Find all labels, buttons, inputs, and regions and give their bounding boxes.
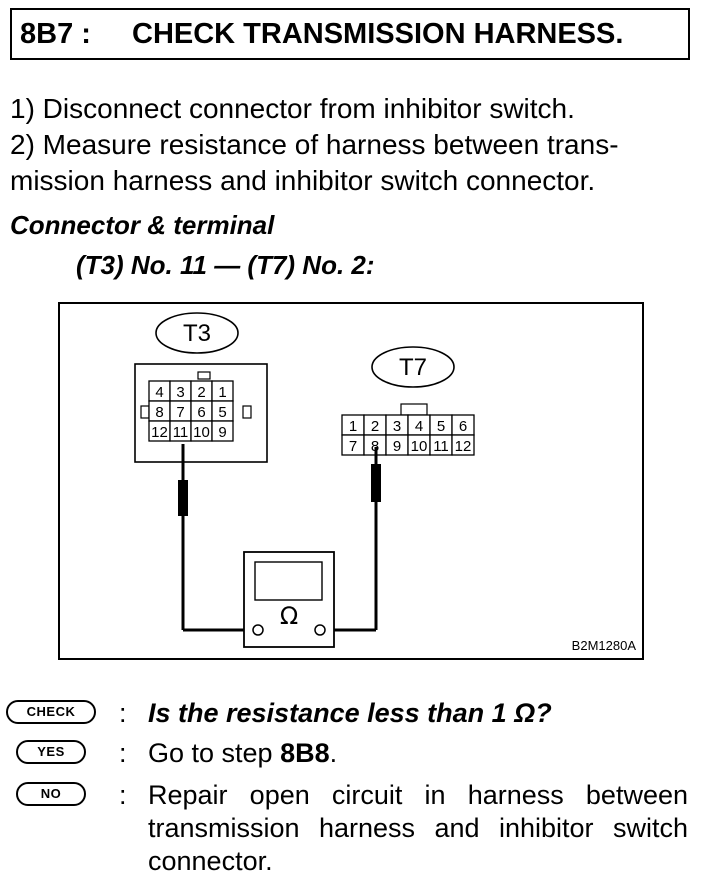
t3-pin-11: 11 xyxy=(173,424,189,441)
t7-pin-4: 4 xyxy=(415,418,423,435)
t7-pin-1: 1 xyxy=(349,418,357,435)
step-code: 8B7 : xyxy=(20,18,91,50)
t7-pin-7: 7 xyxy=(349,438,357,455)
t7-pin-cell-12 xyxy=(451,434,475,456)
t7-key xyxy=(400,403,428,416)
t3-probe-handle xyxy=(178,480,188,516)
t3-pin-10: 10 xyxy=(193,424,210,441)
figure-frame xyxy=(58,302,644,660)
instruction-2-continued: mission harness and inhibitor switch con… xyxy=(10,165,596,196)
connector-terminals: (T3) No. 11 — (T7) No. 2: xyxy=(76,250,375,280)
step-title: CHECK TRANSMISSION HARNESS. xyxy=(132,18,624,50)
yes-step-link: 8B8 xyxy=(280,738,330,768)
t3-label-oval xyxy=(155,312,239,354)
connector-heading: Connector & terminal xyxy=(10,210,275,240)
instruction-1: 1) Disconnect connector from inhibitor s… xyxy=(10,93,575,124)
yes-text-prefix: Go to step xyxy=(148,738,281,768)
ohmmeter-display xyxy=(254,561,323,601)
step-title-box: 8B7 : CHECK TRANSMISSION HARNESS. xyxy=(10,8,690,60)
t3-pin-2: 2 xyxy=(197,384,205,401)
figure-id: B2M1280A xyxy=(572,638,637,653)
yes-text: Go to step 8B8. xyxy=(148,737,688,770)
t3-pin-4: 4 xyxy=(155,384,163,401)
t7-pin-6: 6 xyxy=(459,418,467,435)
instruction-2: 2) Measure resistance of harness between… xyxy=(10,129,619,160)
t7-pin-9: 9 xyxy=(393,438,401,455)
t3-pin-9: 9 xyxy=(218,424,226,441)
t3-pin-cell-9 xyxy=(211,420,234,442)
t3-pin-8: 8 xyxy=(155,404,163,421)
t7-pin-3: 3 xyxy=(393,418,401,435)
t7-pin-2: 2 xyxy=(371,418,379,435)
t7-probe-handle xyxy=(371,464,381,502)
t3-pin-3: 3 xyxy=(176,384,184,401)
meter-terminal-left xyxy=(252,624,264,636)
t3-latch-left xyxy=(140,405,150,419)
no-badge: NO xyxy=(16,782,86,806)
no-text: Repair open circuit in harness between t… xyxy=(148,780,688,876)
t3-label: T3 xyxy=(183,320,211,347)
check-colon: : xyxy=(119,698,127,728)
yes-badge: YES xyxy=(16,740,86,764)
t3-pin-7: 7 xyxy=(176,404,184,421)
t3-pin-5: 5 xyxy=(218,404,226,421)
check-badge: CHECK xyxy=(6,700,96,724)
t3-pin-6: 6 xyxy=(197,404,205,421)
t7-pin-8: 8 xyxy=(371,438,379,455)
t7-pin-12: 12 xyxy=(455,438,472,455)
yes-colon: : xyxy=(119,738,127,768)
t7-label-oval xyxy=(371,346,455,388)
t3-pin-12: 12 xyxy=(151,424,168,441)
no-colon: : xyxy=(119,780,127,810)
t3-pin-1: 1 xyxy=(218,384,226,401)
meter-terminal-right xyxy=(314,624,326,636)
yes-text-suffix: . xyxy=(329,738,338,768)
check-question: Is the resistance less than 1 Ω? xyxy=(148,698,552,728)
t7-pin-11: 11 xyxy=(433,438,449,455)
ohm-symbol: Ω xyxy=(280,602,298,630)
t7-label: T7 xyxy=(399,354,427,381)
t3-latch-right xyxy=(242,405,252,419)
t3-key xyxy=(197,371,211,380)
t7-pin-5: 5 xyxy=(437,418,445,435)
t7-pin-10: 10 xyxy=(411,438,428,455)
